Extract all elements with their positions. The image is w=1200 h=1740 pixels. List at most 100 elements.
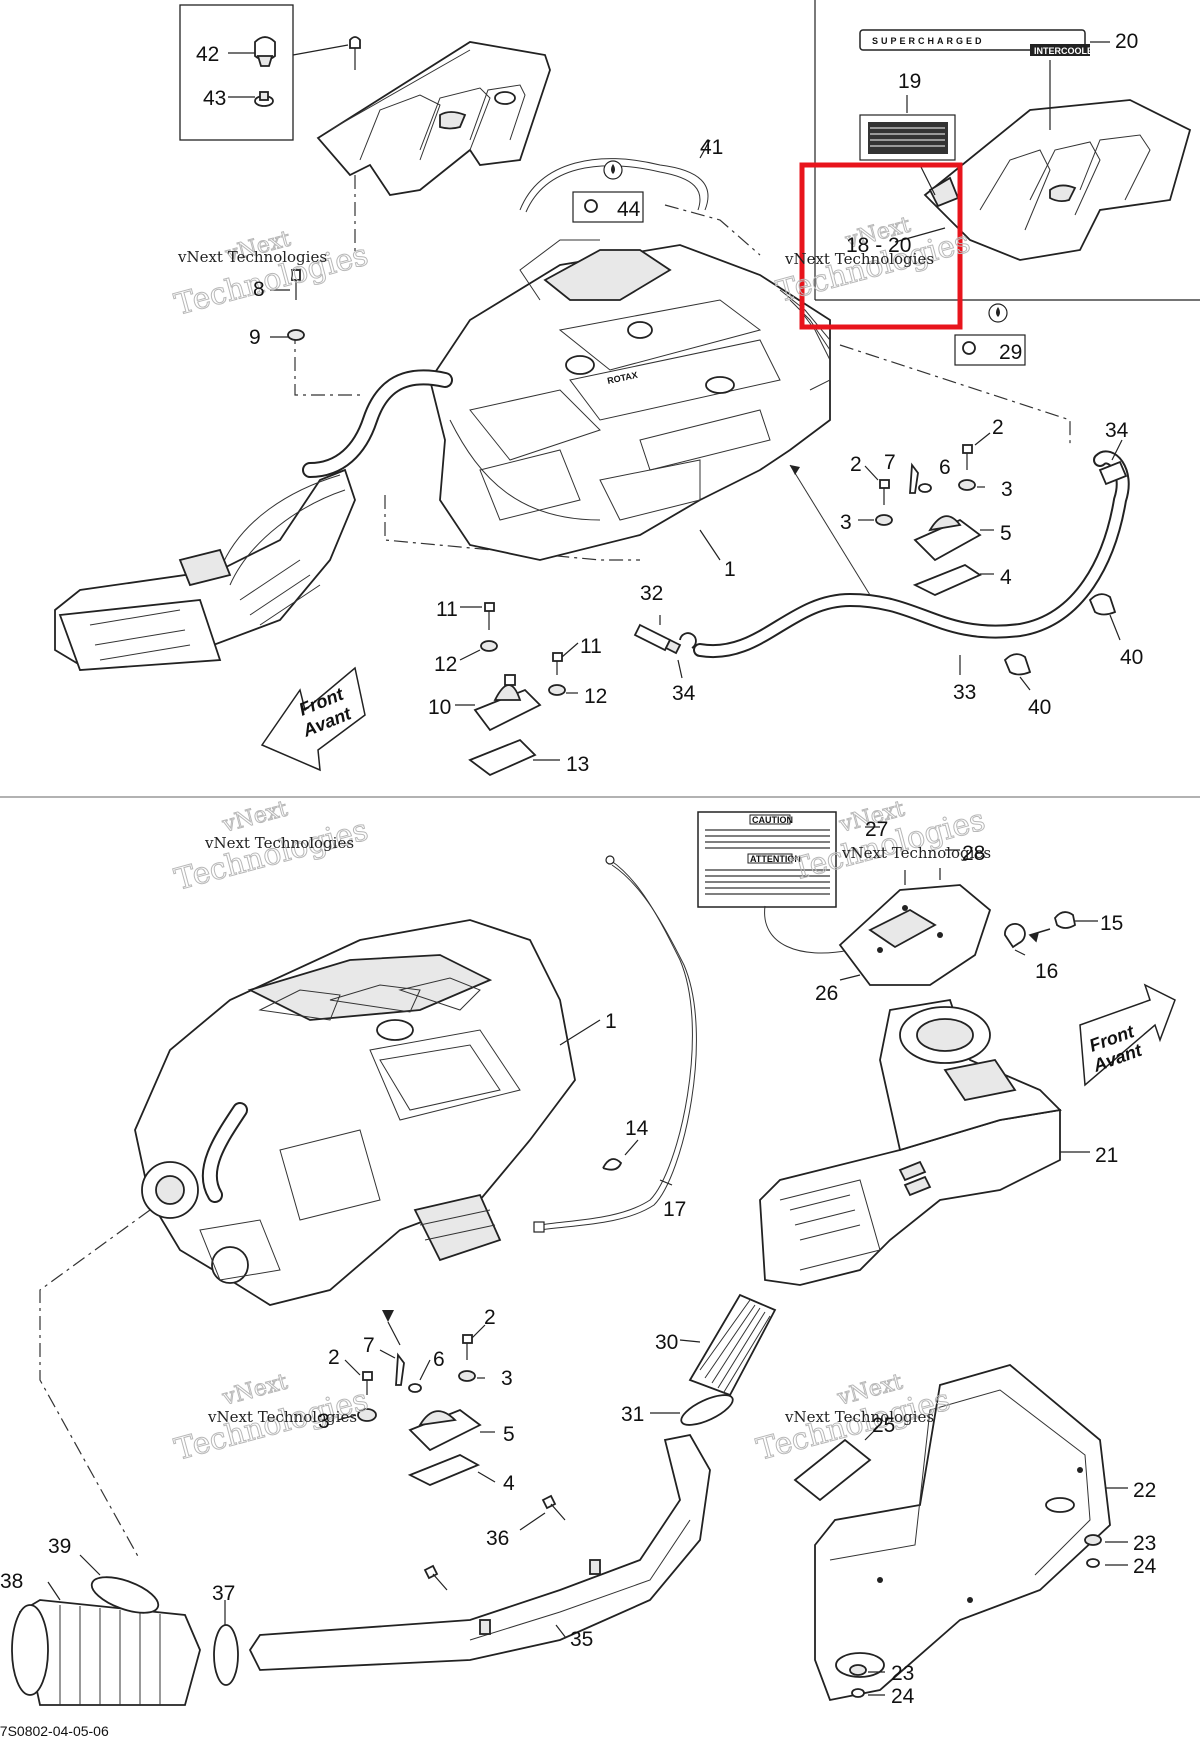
callout-35: 35 [570, 1628, 593, 1651]
svg-text:SUPERCHARGED: SUPERCHARGED [872, 36, 985, 46]
callout-labels: 42 43 41 44 20 19 18 - 20 8 9 29 34 2 7 … [0, 30, 1157, 1708]
clamp-part-39 [90, 1576, 160, 1614]
watermark-text-6: vNext Technologies [784, 1408, 934, 1426]
stud-part-7-top [909, 462, 919, 494]
clip-part-15 [1054, 911, 1077, 929]
callout-3-top-right: 3 [1001, 478, 1013, 501]
mount-arrow-bottom [382, 1310, 394, 1322]
callout-3-bottom-right: 3 [501, 1367, 513, 1390]
watermark-text-4: vNext Technologies [841, 844, 991, 862]
callout-2-bottom-left: 2 [328, 1346, 340, 1369]
engine-mount-part-5-bottom [408, 1408, 482, 1452]
callout-26: 26 [815, 982, 838, 1005]
callout-7-bottom: 7 [363, 1334, 375, 1357]
callout-5-top: 5 [1000, 522, 1012, 545]
callout-27: 27 [865, 818, 888, 841]
washer-part-24-bottom [851, 1688, 865, 1698]
callout-4-top: 4 [1000, 566, 1012, 589]
clamp-part-37 [213, 1624, 239, 1686]
supercharger-cover-inset [923, 99, 1192, 261]
callout-32: 32 [640, 582, 663, 605]
callout-19: 19 [898, 70, 921, 93]
callout-24-right: 24 [1133, 1555, 1157, 1578]
engine-block-top: ROTAX [429, 239, 831, 561]
watermark-text-2: vNext Technologies [784, 250, 934, 268]
fastener-small [349, 36, 361, 49]
plate-part-13 [468, 738, 537, 777]
highlight-box [799, 162, 963, 330]
bolt-part-11-left [484, 602, 495, 630]
warning-decal-part-19 [859, 114, 956, 161]
front-direction-arrow-bottom: Front Avant [1079, 983, 1176, 1087]
clamp-part-40-right [1088, 593, 1117, 616]
nut-part-23-bottom [849, 1664, 867, 1676]
callout-11-right: 11 [580, 635, 602, 658]
callout-20: 20 [1115, 30, 1138, 53]
callout-2-top-right: 2 [992, 416, 1004, 439]
callout-36: 36 [486, 1527, 509, 1550]
svg-text:vNext: vNext [219, 797, 290, 839]
callout-6-top: 6 [939, 456, 951, 479]
callout-1-bottom: 1 [605, 1010, 617, 1033]
engine-cover-top [316, 41, 551, 196]
air-box-part-21 [759, 998, 1062, 1286]
clamp-callout-box-29 [954, 334, 1026, 366]
washer-part-43 [254, 91, 274, 107]
bolt-part-2-bottom-left [362, 1371, 373, 1395]
callout-16: 16 [1035, 960, 1058, 983]
lower-air-box-part-22 [814, 1364, 1111, 1702]
callout-10: 10 [428, 696, 451, 719]
stud-part-7-bottom [395, 1352, 405, 1386]
air-intake-silencer-top [54, 468, 356, 671]
callout-13: 13 [566, 753, 589, 776]
mount-arrow-top [789, 464, 871, 596]
callout-41: 41 [700, 136, 723, 159]
screw-part-36 [423, 1494, 566, 1591]
clamp-part-34-upper [1098, 460, 1128, 486]
watermark-text-3: vNext Technologies [204, 834, 354, 852]
callout-29: 29 [999, 341, 1022, 364]
callout-33: 33 [953, 681, 976, 704]
callout-14: 14 [625, 1117, 649, 1140]
bolt-part-2-top-right [962, 444, 973, 470]
callout-44: 44 [617, 198, 641, 221]
washer-part-3-top-right [958, 479, 976, 491]
callout-23-right: 23 [1133, 1532, 1156, 1555]
washer-part-6-top [918, 483, 932, 493]
drawing-code: 07S0802-04-05-06 [0, 1723, 109, 1739]
svg-text:INTERCOOLED: INTERCOOLED [1034, 46, 1100, 56]
washer-part-3-bottom-left [357, 1408, 377, 1422]
bolt-part-11-right [552, 652, 563, 675]
bolt-part-2-top-left [879, 479, 890, 505]
washer-part-12-left [480, 640, 498, 652]
clamp-part-31 [680, 1394, 734, 1426]
watermark-top-left: vNext Technologies [171, 226, 373, 323]
callout-9: 9 [249, 326, 261, 349]
intake-duct-part-35 [248, 1433, 711, 1671]
watermark-text-5: vNext Technologies [207, 1408, 357, 1426]
callout-4-bottom: 4 [503, 1472, 515, 1495]
callout-17: 17 [663, 1198, 686, 1221]
callout-7-top: 7 [884, 451, 896, 474]
caution-decal-part-27: CAUTION ATTENTION [697, 811, 837, 908]
callout-2-bottom-right: 2 [484, 1306, 496, 1329]
clamp-part-34-lower [679, 632, 697, 649]
callout-34-lower: 34 [672, 682, 696, 705]
engine-block-bottom [134, 919, 576, 1306]
front-direction-arrow-top: Front Avant [260, 666, 366, 772]
washer-part-12-right [548, 684, 566, 696]
callout-23-bottom: 23 [891, 1662, 914, 1685]
washer-part-3-bottom-right [458, 1370, 476, 1382]
grommet-part-42 [254, 36, 276, 67]
fastener-callout-box [179, 4, 294, 141]
watermark-text-1: vNext Technologies [177, 248, 327, 266]
callout-18-20: 18 - 20 [846, 234, 911, 257]
engine-mount-part-10 [473, 674, 542, 732]
callout-11-left: 11 [436, 598, 458, 621]
plate-part-4-bottom [407, 1454, 481, 1486]
intake-duct-top [302, 369, 453, 478]
callout-38: 38 [0, 1570, 23, 1593]
grommet-part-16 [1004, 923, 1026, 949]
callout-24-bottom: 24 [891, 1685, 915, 1708]
bolt-part-8 [291, 269, 301, 300]
